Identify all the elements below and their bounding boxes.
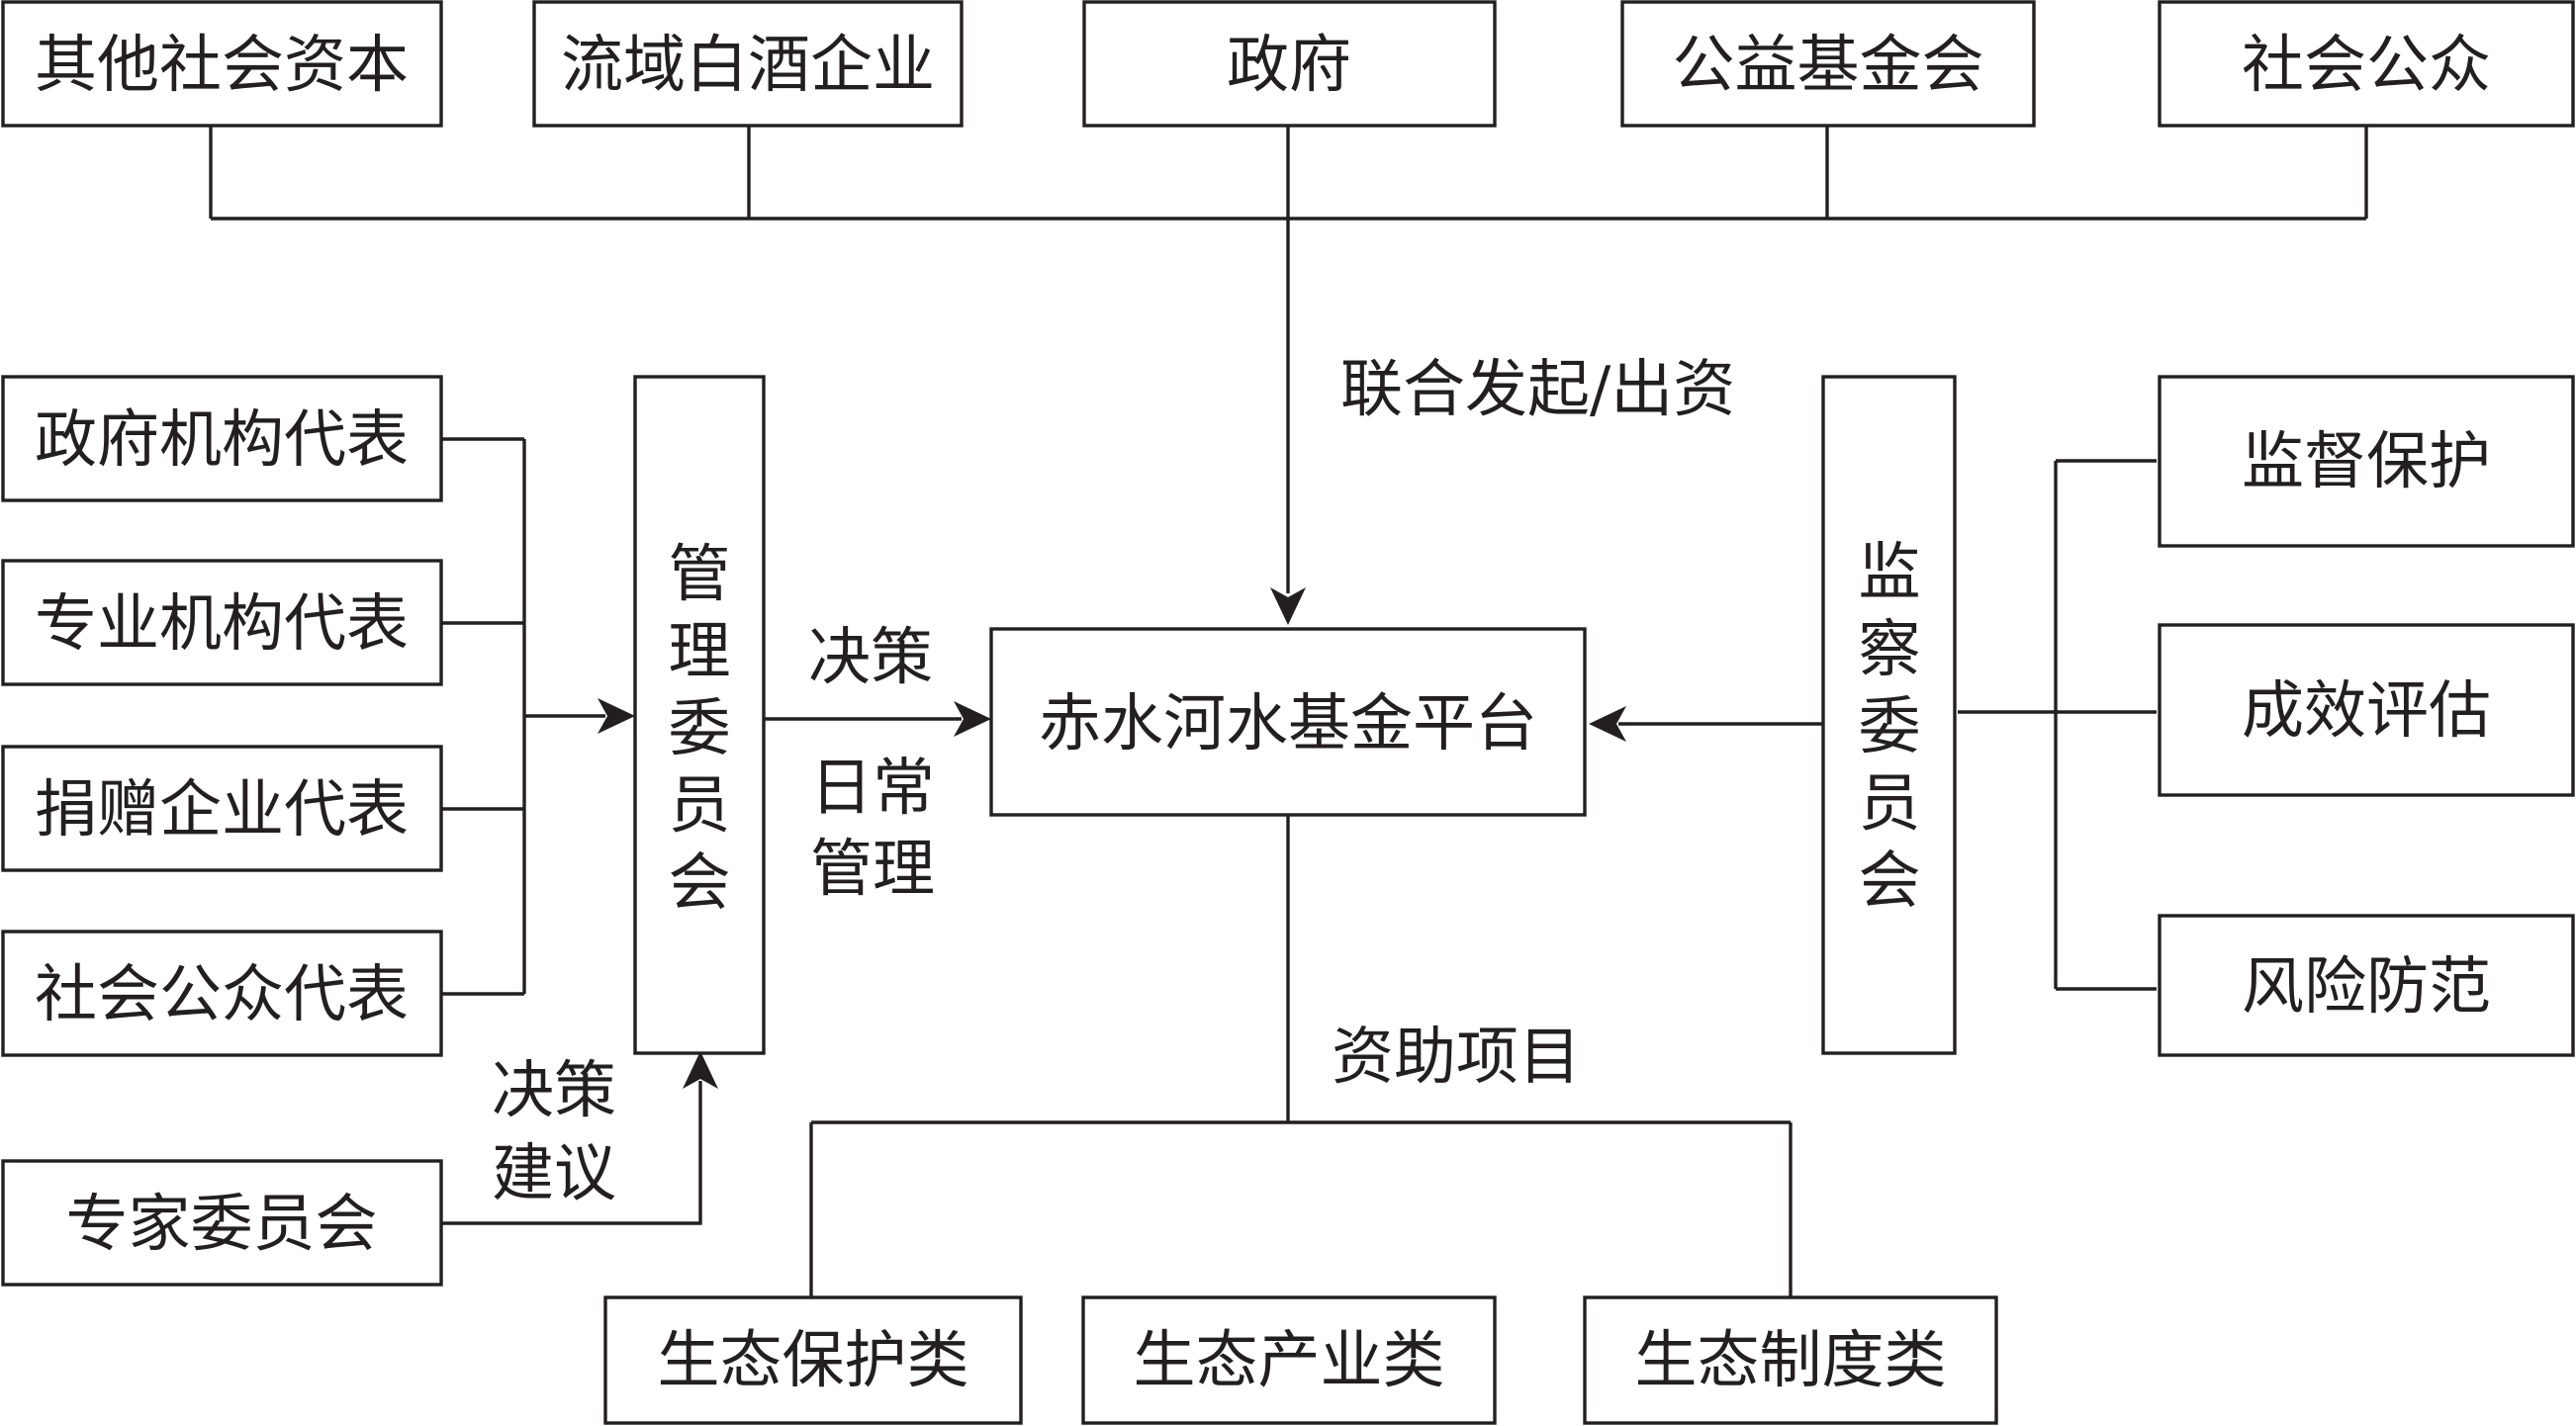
funder-box: 流域白酒企业: [532, 0, 964, 128]
supervision-function-label: 成效评估: [2242, 674, 2491, 747]
management-committee-box: 管 理 委 员 会: [633, 375, 766, 1055]
management-committee-char: 委: [669, 692, 731, 764]
funder-label: 公益基金会: [1673, 29, 1984, 101]
representative-label: 政府机构代表: [35, 403, 409, 476]
funder-label: 社会公众: [2242, 29, 2491, 101]
funding-label: 联合发起/出资: [1340, 353, 1735, 425]
project-type-label: 生态制度类: [1635, 1324, 1947, 1396]
projects-label: 资助项目: [1332, 1021, 1581, 1093]
supervision-function-label: 监督保护: [2242, 425, 2491, 497]
advice-label-line-2: 建议: [492, 1137, 616, 1209]
funder-label: 流域白酒企业: [561, 29, 935, 101]
funder-box: 政府: [1082, 0, 1497, 128]
supervision-arrowhead: [1589, 706, 1626, 742]
supervision-function-box: 成效评估: [2158, 623, 2575, 797]
decision-arrowhead: [954, 701, 991, 737]
funder-label: 其他社会资本: [35, 29, 409, 101]
platform-label: 赤水河水基金平台: [1039, 687, 1537, 759]
expert-committee-box: 专家委员会: [1, 1159, 443, 1287]
supervision-function-box: 风险防范: [2158, 914, 2575, 1057]
supervision-committee-char: 会: [1859, 845, 1921, 917]
supervision-function-label: 风险防范: [2242, 950, 2491, 1023]
rep-arrowhead: [598, 698, 635, 734]
platform-box: 赤水河水基金平台: [989, 627, 1587, 817]
connectors: [209, 126, 2368, 1297]
supervision-committee-char: 委: [1859, 690, 1921, 762]
funder-box: 其他社会资本: [1, 0, 443, 128]
decision-label: 决策: [808, 621, 933, 693]
advice-label-line-1: 决策: [492, 1054, 616, 1126]
project-type-label: 生态产业类: [1134, 1324, 1445, 1396]
representative-box: 捐赠企业代表: [1, 745, 443, 872]
management-committee-char: 员: [669, 769, 731, 842]
funder-box: 公益基金会: [1620, 0, 2036, 128]
representative-label: 捐赠企业代表: [35, 773, 409, 846]
project-type-box: 生态制度类: [1583, 1295, 1998, 1425]
supervision-committee-char: 员: [1859, 767, 1921, 840]
expert-arrowhead: [683, 1051, 718, 1089]
management-committee-char: 会: [669, 847, 731, 919]
representative-label: 社会公众代表: [35, 958, 409, 1030]
representative-box: 政府机构代表: [1, 375, 443, 502]
project-types-row: 生态保护类 生态产业类 生态制度类: [603, 1295, 1998, 1425]
supervision-function-box: 监督保护: [2158, 375, 2575, 548]
expert-arrow-line: [441, 1081, 702, 1225]
supervision-functions-column: 监督保护 成效评估 风险防范: [2158, 375, 2575, 1057]
representative-label: 专业机构代表: [35, 587, 409, 660]
project-type-box: 生态产业类: [1081, 1295, 1497, 1425]
management-committee-char: 管: [669, 538, 731, 610]
supervision-committee-char: 监: [1859, 536, 1921, 608]
project-type-box: 生态保护类: [603, 1295, 1023, 1425]
daily-label-line-1: 日常: [810, 752, 935, 824]
funder-box: 社会公众: [2158, 0, 2575, 128]
expert-committee-label: 专家委员会: [66, 1188, 378, 1260]
daily-label-line-2: 管理: [810, 833, 935, 905]
supervision-committee-char: 察: [1859, 613, 1921, 685]
funder-label: 政府: [1227, 29, 1351, 101]
representative-box: 社会公众代表: [1, 930, 443, 1057]
representatives-column: 政府机构代表 专业机构代表 捐赠企业代表 社会公众代表: [1, 375, 443, 1057]
supervision-committee-box: 监 察 委 员 会: [1821, 375, 1957, 1055]
representative-box: 专业机构代表: [1, 559, 443, 686]
management-committee-char: 理: [669, 615, 731, 687]
project-type-label: 生态保护类: [658, 1324, 969, 1396]
funding-arrowhead: [1270, 587, 1306, 625]
funders-row: 其他社会资本 流域白酒企业 政府 公益基金会 社会公众: [1, 0, 2575, 128]
